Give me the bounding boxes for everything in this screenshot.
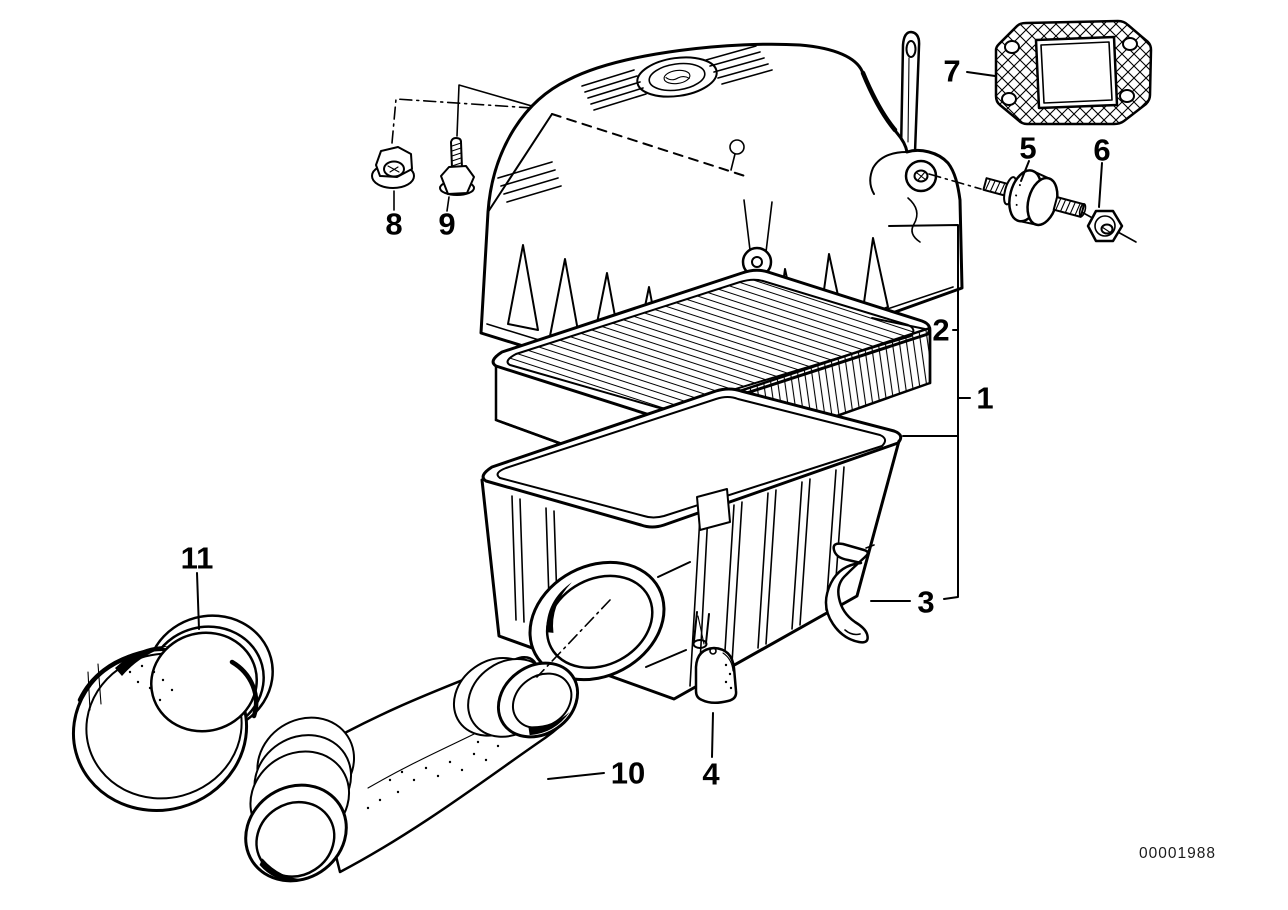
housing-drain-nipple [692,611,710,649]
callout-3[interactable]: 3 [917,584,935,620]
housing-outlet-snout [528,560,666,682]
callout-2[interactable]: 2 [932,312,950,348]
callout-10[interactable]: 10 [610,755,646,791]
intake-silencer-housing [480,387,903,701]
rubber-mount [982,169,1087,227]
funnel-stipple [128,664,174,702]
callout-5[interactable]: 5 [1019,130,1037,166]
drawing-number: 00001988 [1139,845,1216,862]
callout-leader-lines [196,71,1103,780]
hex-nut-6 [1086,209,1124,243]
callout-7[interactable]: 7 [943,53,961,89]
housing-clip-tab [696,488,731,531]
cover-vent-hole [729,139,745,155]
rubber-cap [694,615,738,704]
callout-8[interactable]: 8 [385,206,403,242]
flange-gasket [994,19,1153,126]
callout-9[interactable]: 9 [438,206,456,242]
callout-6[interactable]: 6 [1093,132,1111,168]
flange-nut-8 [371,146,415,189]
duct-outlet-end [452,656,580,739]
cover-front-mount-boss [741,199,773,278]
intake-funnel [71,614,274,812]
spring-clip [824,542,875,644]
mounting-strap [899,30,921,154]
mount-axis-line [928,173,982,190]
leader-lines-8-9 [391,84,557,212]
callout-1[interactable]: 1 [976,380,994,416]
callout-11[interactable]: 11 [180,540,214,576]
duct-stipple [366,740,500,810]
cover-emblem [636,56,718,98]
hex-bolt-9 [439,137,475,196]
intake-duct [244,655,580,883]
duct-inlet-end [244,716,356,883]
cover-rib-lines [497,45,773,203]
callout-4[interactable]: 4 [702,756,720,792]
